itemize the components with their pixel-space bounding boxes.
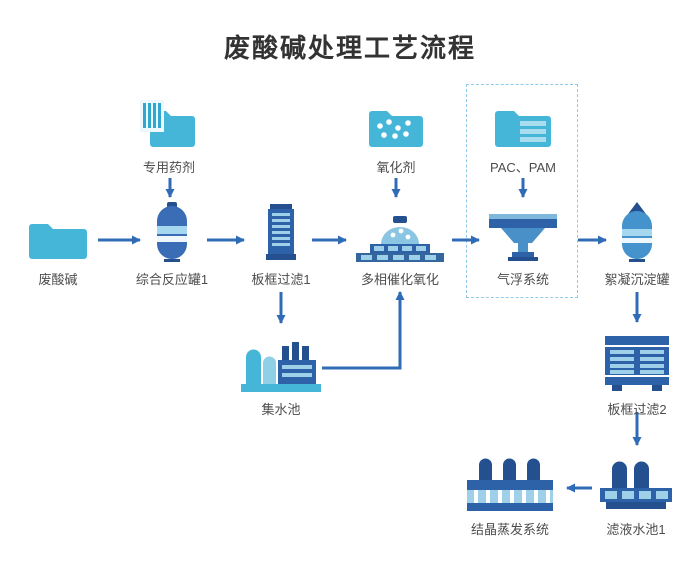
waste-icon-box: [27, 202, 89, 262]
plate-filter-2-icon: [605, 336, 669, 391]
catalytic-oxidation-icon: [356, 216, 444, 262]
filtrate-pool-icon: [600, 461, 672, 509]
node-flocculation-tank: 絮凝沉淀罐: [582, 202, 692, 288]
node-filtrate-pool: 滤液水池1: [581, 452, 691, 538]
collecting-pool-icon-box: [241, 330, 321, 392]
node-air-flotation: 气浮系统: [468, 202, 578, 288]
node-label-special-chemical: 专用药剂: [142, 160, 195, 175]
flocculation-tank-icon: [622, 202, 652, 262]
node-catalytic-oxidation: 多相催化氧化: [345, 202, 455, 288]
oxidant-icon-box: [368, 98, 424, 150]
pac-pam-icon-box: [494, 98, 552, 150]
node-plate-filter-2: 板框过滤2: [582, 336, 692, 418]
plate-filter-2-icon-box: [604, 336, 670, 392]
plate-filter-1-icon-box: [261, 202, 301, 262]
node-plate-filter-1: 板框过滤1: [226, 202, 336, 288]
node-label-waste: 废酸碱: [38, 272, 78, 287]
lined-folder-icon: [495, 111, 551, 147]
folder-icon: [29, 224, 87, 259]
node-oxidant: 氧化剂: [341, 98, 451, 176]
node-label-filtrate-pool: 滤液水池1: [606, 522, 666, 537]
node-label-air-flotation: 气浮系统: [496, 272, 549, 287]
dotted-folder-icon: [369, 111, 423, 147]
air-flotation-icon-box: [487, 202, 559, 262]
filtrate-pool-icon-box: [598, 452, 674, 512]
crystallization-icon-box: [464, 452, 556, 512]
node-label-reaction-tank: 综合反应罐1: [135, 272, 209, 287]
air-flotation-icon: [489, 214, 557, 261]
node-pac-pam: PAC、PAM: [468, 98, 578, 176]
reaction-tank-icon-box: [152, 202, 192, 262]
dashed-group-box: [466, 84, 578, 298]
node-special-chemical: 专用药剂: [114, 98, 224, 176]
plate-filter-icon: [266, 204, 296, 260]
node-label-pac-pam: PAC、PAM: [490, 160, 556, 175]
node-label-crystallization: 结晶蒸发系统: [470, 522, 549, 537]
flow-arrow-elbow: [322, 291, 405, 370]
node-label-oxidant: 氧化剂: [376, 160, 416, 175]
reaction-tank-icon: [157, 202, 187, 262]
node-label-collecting-pool: 集水池: [261, 402, 301, 417]
node-label-flocculation-tank: 絮凝沉淀罐: [604, 272, 670, 287]
striped-folder-icon: [140, 100, 195, 147]
catalytic-oxidation-icon-box: [354, 202, 446, 262]
node-crystallization-evaporation: 结晶蒸发系统: [455, 452, 565, 538]
crystallization-evaporation-icon: [467, 458, 553, 511]
collecting-pool-icon: [241, 342, 321, 392]
flocculation-tank-icon-box: [617, 202, 657, 262]
node-label-plate-filter-2: 板框过滤2: [607, 402, 667, 417]
page-title: 废酸碱处理工艺流程: [223, 33, 476, 63]
node-waste-acid-alkali: 废酸碱: [3, 202, 113, 288]
node-label-catalytic-oxidation: 多相催化氧化: [360, 272, 439, 287]
node-label-plate-filter-1: 板框过滤1: [251, 272, 311, 287]
node-reaction-tank: 综合反应罐1: [117, 202, 227, 288]
node-collecting-pool: 集水池: [226, 330, 336, 418]
special-chemical-icon-box: [140, 98, 198, 150]
